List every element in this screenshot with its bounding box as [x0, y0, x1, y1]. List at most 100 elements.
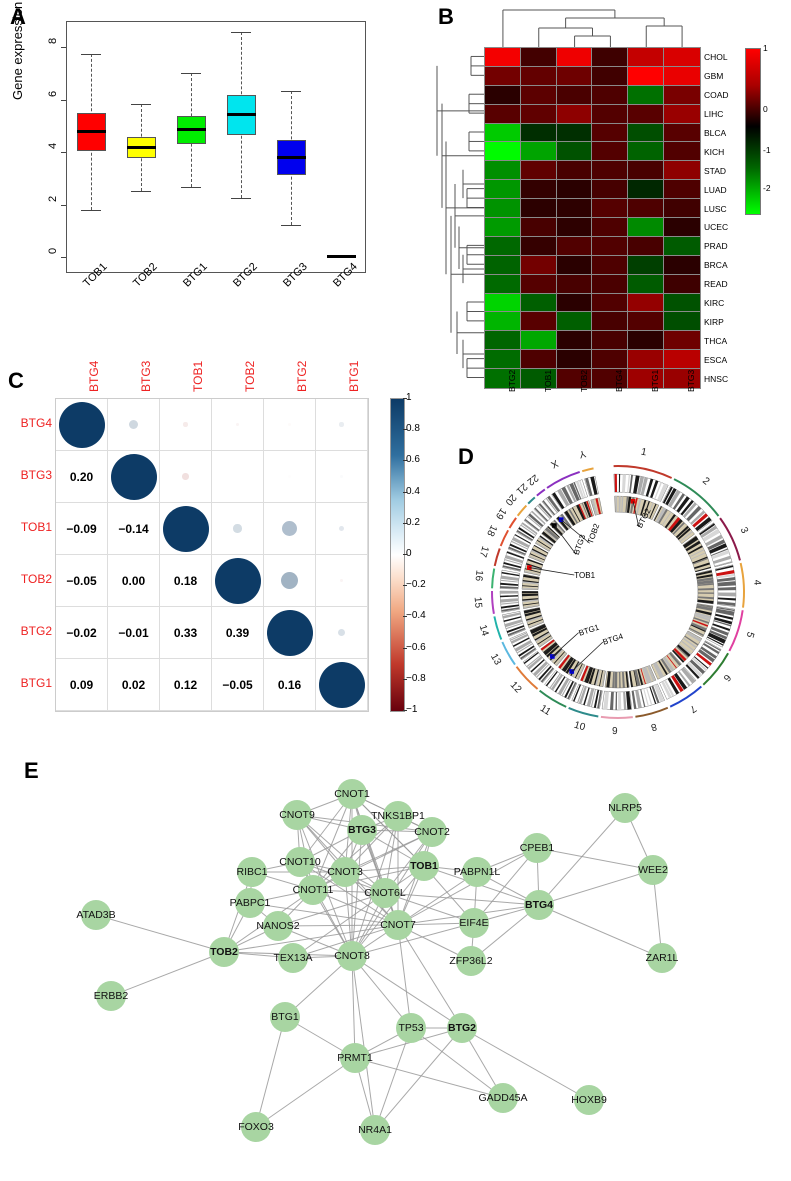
correlation-cell[interactable] — [160, 399, 212, 451]
correlation-cell[interactable] — [108, 399, 160, 451]
network-node[interactable] — [337, 779, 367, 809]
correlation-cell[interactable] — [56, 399, 108, 451]
correlation-cell[interactable] — [264, 451, 316, 503]
heatmap-cell — [555, 254, 594, 276]
network-node[interactable] — [235, 888, 265, 918]
correlation-cell[interactable] — [316, 451, 368, 503]
network-node[interactable] — [270, 1002, 300, 1032]
heatmap-cell — [555, 330, 594, 352]
network-node[interactable] — [522, 833, 552, 863]
correlation-column-label: BTG1 — [347, 360, 361, 392]
network-node[interactable] — [396, 1013, 426, 1043]
network-node[interactable] — [647, 943, 677, 973]
network-node[interactable] — [330, 857, 360, 887]
correlation-cell[interactable] — [316, 607, 368, 659]
correlation-colorbar-tick: 0.2 — [406, 516, 420, 528]
correlation-cell[interactable]: 0.00 — [108, 555, 160, 607]
network-node[interactable] — [241, 1112, 271, 1142]
network-node[interactable] — [337, 941, 367, 971]
correlation-cell[interactable]: −0.09 — [56, 503, 108, 555]
correlation-cell[interactable]: 0.09 — [56, 659, 108, 711]
correlation-cell[interactable]: −0.05 — [56, 555, 108, 607]
network-node[interactable] — [370, 878, 400, 908]
correlation-cell[interactable] — [160, 451, 212, 503]
network-node[interactable] — [209, 937, 239, 967]
correlation-cell[interactable] — [316, 659, 368, 711]
correlation-circle — [110, 453, 157, 500]
network-node[interactable] — [237, 857, 267, 887]
correlation-cell[interactable] — [108, 451, 160, 503]
heatmap-cell — [519, 330, 558, 352]
correlation-cell[interactable]: −0.05 — [212, 659, 264, 711]
heatmap-cell — [591, 273, 630, 295]
correlation-cell[interactable] — [316, 555, 368, 607]
panel-a-label: A — [10, 4, 26, 29]
network-node[interactable] — [447, 1013, 477, 1043]
correlation-cell[interactable] — [316, 399, 368, 451]
correlation-cell[interactable] — [212, 451, 264, 503]
heatmap-cell — [627, 254, 666, 276]
network-node[interactable] — [610, 793, 640, 823]
correlation-cell[interactable]: 0.33 — [160, 607, 212, 659]
correlation-cell[interactable] — [212, 399, 264, 451]
correlation-cell[interactable] — [212, 503, 264, 555]
correlation-cell[interactable]: 0.20 — [56, 451, 108, 503]
correlation-circle — [183, 422, 188, 427]
network-node[interactable] — [488, 1083, 518, 1113]
heatmap-row-dendrogram — [436, 55, 485, 379]
network-node[interactable] — [383, 801, 413, 831]
boxplot-whisker-cap — [81, 210, 101, 211]
heatmap-cell — [519, 122, 558, 144]
panel-d-label: D — [458, 444, 474, 469]
correlation-cell[interactable]: 0.18 — [160, 555, 212, 607]
boxplot-whisker-cap — [231, 32, 251, 34]
network-node[interactable] — [347, 815, 377, 845]
correlation-cell[interactable] — [264, 399, 316, 451]
correlation-cell[interactable] — [264, 503, 316, 555]
boxplot-median — [76, 130, 106, 134]
network-node[interactable] — [340, 1043, 370, 1073]
correlation-cell[interactable] — [212, 555, 264, 607]
boxplot-median — [226, 112, 256, 116]
heatmap-cell — [627, 198, 666, 219]
network-node[interactable] — [282, 800, 312, 830]
circos-gene-label: TOB1 — [574, 571, 596, 580]
network-node[interactable] — [298, 875, 328, 905]
network-node[interactable] — [524, 890, 554, 920]
network-node[interactable] — [456, 946, 486, 976]
network-node[interactable] — [263, 911, 293, 941]
correlation-circle — [162, 505, 209, 552]
correlation-cell[interactable]: 0.02 — [108, 659, 160, 711]
network-node[interactable] — [638, 855, 668, 885]
correlation-column-label: TOB1 — [191, 360, 205, 392]
correlation-cell[interactable]: 0.16 — [264, 659, 316, 711]
correlation-cell[interactable] — [160, 503, 212, 555]
heatmap-cell — [627, 349, 666, 371]
network-node[interactable] — [462, 857, 492, 887]
heatmap-cell — [484, 235, 522, 257]
correlation-cell[interactable]: −0.14 — [108, 503, 160, 555]
boxplot-y-tick-label: 4 — [47, 143, 59, 150]
network-node[interactable] — [278, 943, 308, 973]
correlation-cell[interactable]: −0.01 — [108, 607, 160, 659]
network-node[interactable] — [96, 981, 126, 1011]
correlation-cell[interactable] — [264, 607, 316, 659]
correlation-cell[interactable]: −0.02 — [56, 607, 108, 659]
correlation-cell[interactable] — [316, 503, 368, 555]
correlation-cell[interactable] — [264, 555, 316, 607]
network-node[interactable] — [574, 1085, 604, 1115]
network-node[interactable] — [360, 1115, 390, 1145]
correlation-cell[interactable]: 0.12 — [160, 659, 212, 711]
heatmap-cell — [627, 84, 666, 106]
heatmap-cell — [519, 141, 558, 163]
network-node[interactable] — [285, 847, 315, 877]
network-node[interactable] — [409, 851, 439, 881]
network-node[interactable] — [417, 817, 447, 847]
heatmap-cell — [555, 65, 594, 87]
network-node[interactable] — [383, 910, 413, 940]
network-node[interactable] — [81, 900, 111, 930]
panel-b-label: B — [438, 4, 454, 29]
network-node[interactable] — [459, 908, 489, 938]
correlation-cell[interactable]: 0.39 — [212, 607, 264, 659]
